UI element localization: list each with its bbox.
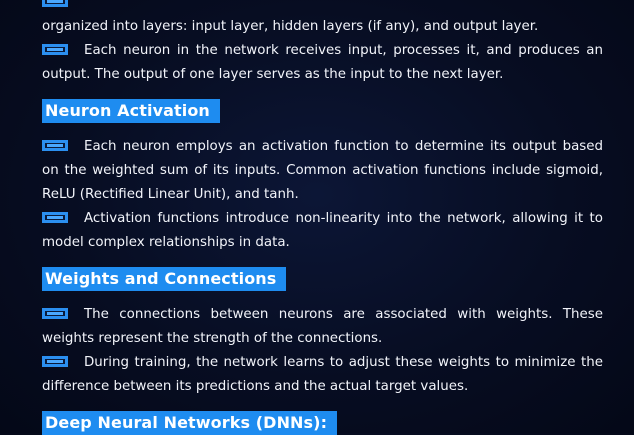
neuron-activation-bullet-2-text: Activation functions introduce non-linea… <box>42 211 603 250</box>
section-heading-weights-connections: Weights and Connections <box>42 267 287 291</box>
bullet-icon <box>42 140 68 151</box>
neuron-activation-bullet-1-text: Each neuron employs an activation functi… <box>42 139 603 202</box>
weights-bullet-1: The connections between neurons are asso… <box>42 303 603 351</box>
section-heading-dnn: Deep Neural Networks (DNNs): <box>42 411 338 435</box>
section-heading-neuron-activation: Neuron Activation <box>42 99 220 123</box>
bullet-icon <box>42 356 68 367</box>
weights-bullet-2-text: During training, the network learns to a… <box>42 355 603 394</box>
neuron-activation-bullet-2: Activation functions introduce non-linea… <box>42 207 603 255</box>
weights-bullet-1-text: The connections between neurons are asso… <box>42 307 603 346</box>
intro-bullet-2-text: Each neuron in the network receives inpu… <box>42 43 603 82</box>
document-page: organized into layers: input layer, hidd… <box>42 0 603 435</box>
intro-line-top: organized into layers: input layer, hidd… <box>42 19 539 34</box>
bullet-icon <box>42 308 68 319</box>
intro-bullet-1 <box>42 0 603 15</box>
neuron-activation-bullet-1: Each neuron employs an activation functi… <box>42 135 603 207</box>
intro-bullet-2: Each neuron in the network receives inpu… <box>42 39 603 87</box>
bullet-icon <box>42 0 68 7</box>
bullet-icon <box>42 44 68 55</box>
bullet-icon <box>42 212 68 223</box>
weights-bullet-2: During training, the network learns to a… <box>42 351 603 399</box>
